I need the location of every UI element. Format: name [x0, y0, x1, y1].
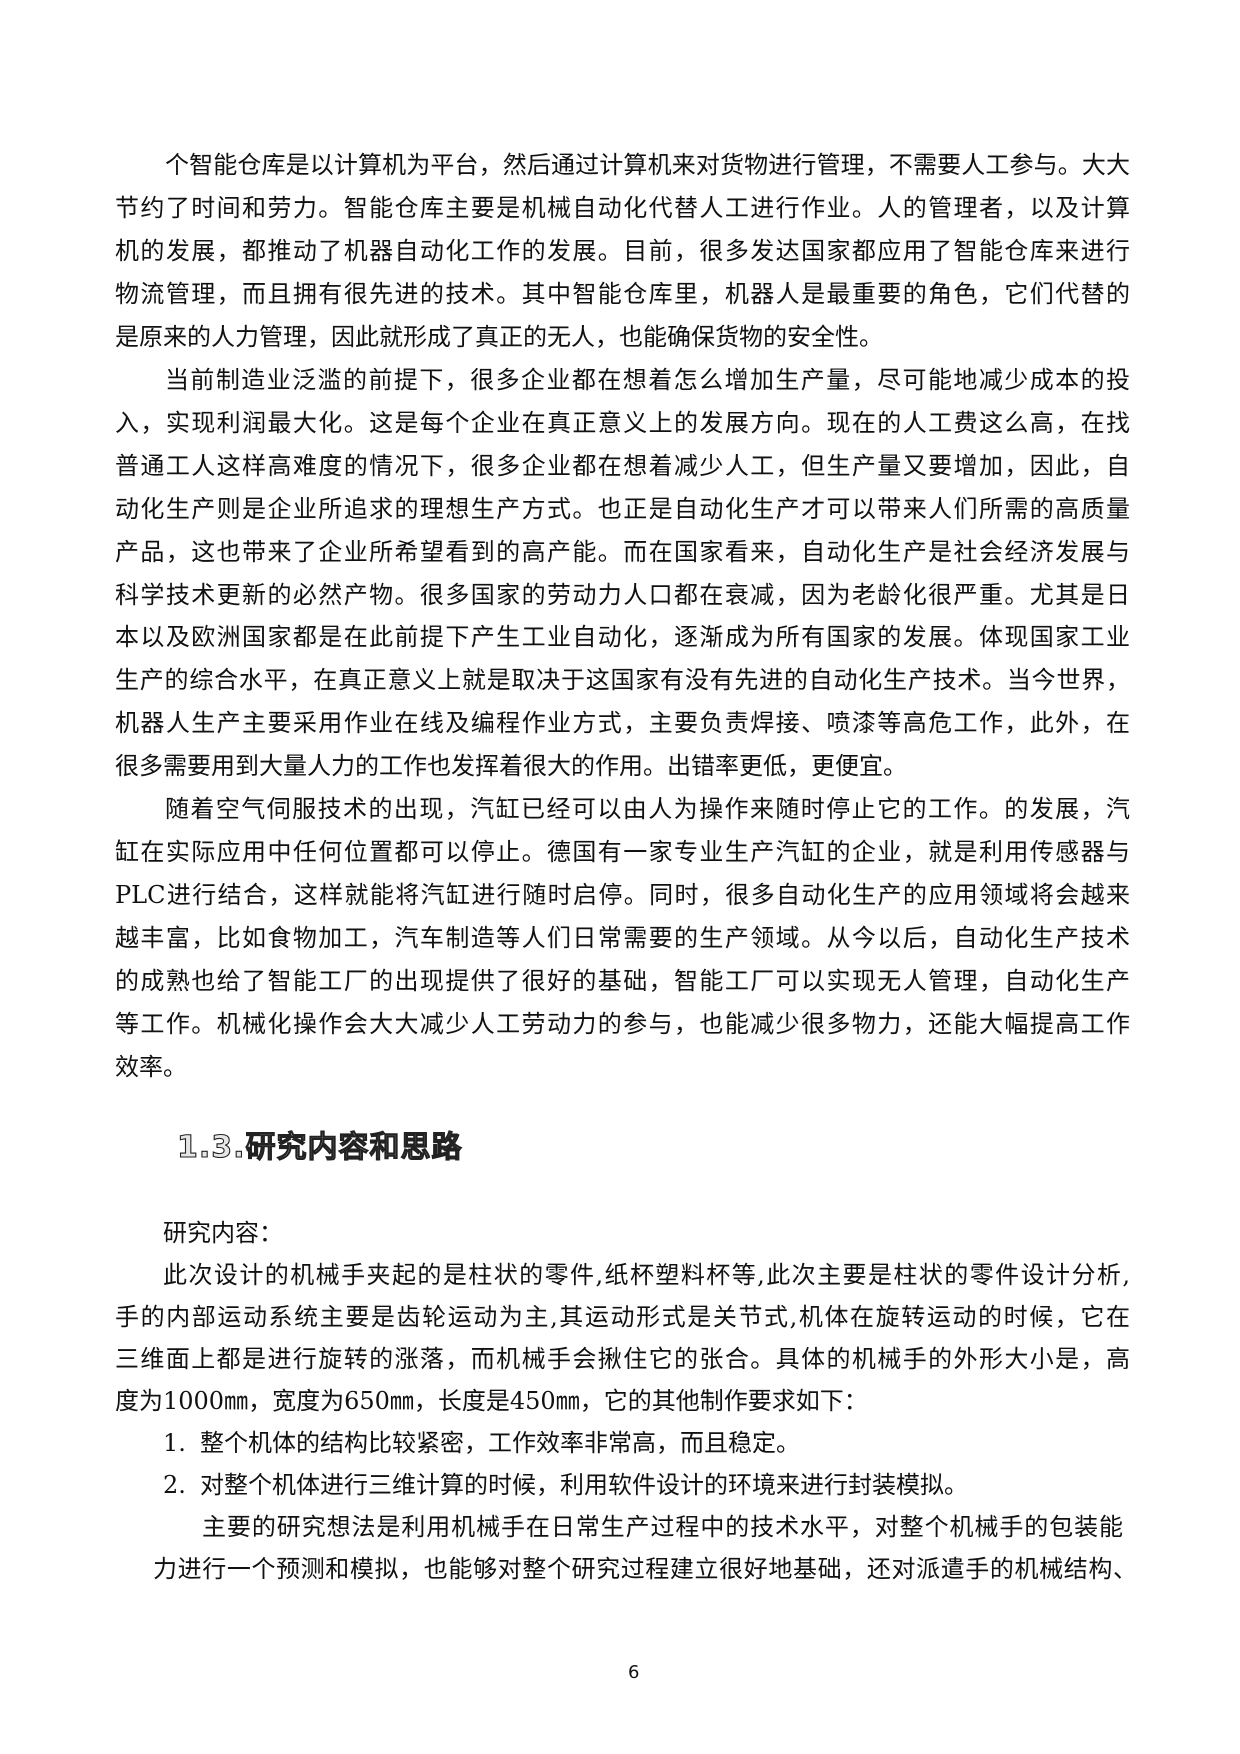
- list-item: 整个机体的结构比较紧密，工作效率非常高，而且稳定。: [200, 1429, 800, 1457]
- paragraph-line: 很多需要用到大量人力的工作也发挥着很大的作用。出错率更低，更便宜。: [115, 752, 907, 781]
- paragraph-line: 此次设计的机械手夹起的是柱状的零件,纸杯塑料杯等,此次主要是柱状的零件设计分析,: [163, 1261, 1130, 1289]
- paragraph-line: 物流管理，而且拥有很先进的技术。其中智能仓库里，机器人是最重要的角色，它们代替的: [115, 279, 1130, 308]
- paragraph-line: 三维面上都是进行旋转的涨落，而机械手会揪住它的张合。具体的机械手的外形大小是，高: [115, 1345, 1130, 1373]
- paragraph-line: PLC进行结合，这样就能将汽缸进行随时启停。同时，很多自动化生产的应用领域将会越…: [115, 881, 1130, 910]
- list-item: 对整个机体进行三维计算的时候，利用软件设计的环境来进行封装模拟。: [200, 1471, 968, 1499]
- paragraph-line: 手的内部运动系统主要是齿轮运动为主,其运动形式是关节式,机体在旋转运动的时候，它…: [115, 1303, 1130, 1331]
- paragraph-line: 主要的研究想法是利用机械手在日常生产过程中的技术水平，对整个机械手的包装能: [202, 1513, 1123, 1541]
- paragraph-line: 缸在实际应用中任何位置都可以停止。德国有一家专业生产汽缸的企业，就是利用传感器与: [115, 838, 1130, 867]
- paragraph-line: 动化生产则是企业所追求的理想生产方式。也正是自动化生产才可以带来人们所需的高质量: [115, 494, 1130, 523]
- paragraph-line: 科学技术更新的必然产物。很多国家的劳动力人口都在衰减，因为老龄化很严重。尤其是日: [115, 580, 1130, 609]
- section-label: 研究内容：: [163, 1219, 283, 1247]
- paragraph-line: 产品，这也带来了企业所希望看到的高产能。而在国家看来，自动化生产是社会经济发展与: [115, 537, 1130, 566]
- paragraph-line: 机器人生产主要采用作业在线及编程作业方式，主要负责焊接、喷漆等高危工作，此外，在: [115, 709, 1130, 738]
- page-number: 6: [628, 1662, 640, 1683]
- paragraph-line: 随着空气伺服技术的出现，汽缸已经可以由人为操作来随时停止它的工作。的发展，汽: [165, 795, 1130, 824]
- paragraph-line: 机的发展，都推动了机器自动化工作的发展。目前，很多发达国家都应用了智能仓库来进行: [115, 236, 1130, 265]
- paragraph-line: 度为1000㎜，宽度为650㎜，长度是450㎜，它的其他制作要求如下：: [115, 1387, 868, 1415]
- paragraph-line: 等工作。机械化操作会大大减少人工劳动力的参与，也能减少很多物力，还能大幅提高工作: [115, 1010, 1130, 1038]
- paragraph-line: 入，实现利润最大化。这是每个企业在真正意义上的发展方向。现在的人工费这么高，在找: [115, 408, 1130, 437]
- list-number: 1.: [163, 1429, 186, 1457]
- paragraph-line: 个智能仓库是以计算机为平台，然后通过计算机来对货物进行管理，不需要人工参与。大大: [165, 151, 1130, 179]
- paragraph-line: 效率。: [115, 1052, 187, 1081]
- paragraph-line: 是原来的人力管理，因此就形成了真正的无人，也能确保货物的安全性。: [115, 322, 883, 351]
- paragraph-line: 普通工人这样高难度的情况下，很多企业都在想着减少人工，但生产量又要增加，因此，自: [115, 451, 1130, 480]
- paragraph-line: 当前制造业泛滥的前提下，很多企业都在想着怎么增加生产量，尽可能地减少成本的投: [165, 365, 1130, 394]
- paragraph-line: 的成熟也给了智能工厂的出现提供了很好的基础，智能工厂可以实现无人管理，自动化生产: [115, 967, 1130, 996]
- paragraph-line: 生产的综合水平，在真正意义上就是取决于这国家有没有先进的自动化生产技术。当今世界…: [115, 666, 1130, 695]
- paragraph-line: 越丰富，比如食物加工，汽车制造等人们日常需要的生产领域。从今以后，自动化生产技术: [115, 924, 1130, 953]
- paragraph-line: 本以及欧洲国家都是在此前提下产生工业自动化，逐渐成为所有国家的发展。体现国家工业: [115, 623, 1130, 652]
- section-heading: 1.3.研究内容和思路: [176, 1129, 463, 1165]
- paragraph-line: 节约了时间和劳力。智能仓库主要是机械自动化代替人工进行作业。人的管理者，以及计算: [115, 193, 1130, 222]
- paragraph-line: 力进行一个预测和模拟，也能够对整个研究过程建立很好地基础，还对派遣手的机械结构、: [153, 1555, 1137, 1583]
- list-number: 2.: [163, 1471, 186, 1499]
